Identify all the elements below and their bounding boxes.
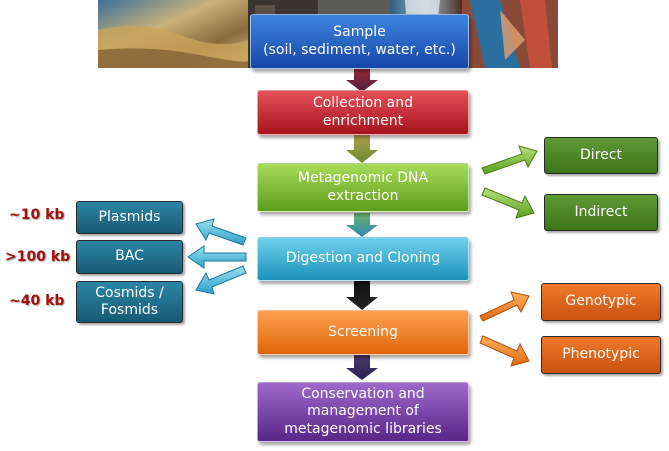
bac-size-label: >100 kb — [5, 249, 71, 265]
conservation-box: Conservation and management of metagenom… — [257, 382, 469, 442]
cosmids-size-label: ~40 kb — [9, 293, 65, 309]
arrow-down-3 — [346, 213, 378, 237]
digestion-cloning-box: Digestion and Cloning — [257, 237, 469, 281]
plasmids-size-label: ~10 kb — [9, 207, 65, 223]
collection-enrichment-box: Collection and enrichment — [257, 90, 469, 135]
genotypic-box: Genotypic — [541, 283, 661, 321]
dna-extraction-box: Metagenomic DNA extraction — [257, 163, 469, 212]
phenotypic-box: Phenotypic — [541, 336, 661, 374]
arrow-down-1 — [346, 69, 378, 92]
arrow-to-bac — [187, 245, 247, 269]
arrow-to-phenotypic — [479, 335, 530, 367]
arrow-to-plasmids — [195, 218, 247, 246]
direct-box: Direct — [544, 137, 658, 174]
arrow-down-2 — [346, 134, 378, 163]
sample-box: Sample (soil, sediment, water, etc.) — [250, 14, 469, 69]
arrow-to-cosmids — [195, 265, 247, 295]
screening-box: Screening — [257, 310, 469, 355]
arrow-down-4 — [346, 281, 378, 310]
bac-box: BAC — [76, 240, 183, 274]
arrow-to-indirect — [481, 187, 535, 219]
arrow-down-5 — [346, 355, 378, 380]
indirect-box: Indirect — [544, 194, 658, 231]
plasmids-box: Plasmids — [76, 201, 183, 234]
arrow-to-genotypic — [479, 291, 530, 322]
arrow-to-direct — [481, 145, 538, 175]
cosmids-fosmids-box: Cosmids / Fosmids — [76, 281, 183, 323]
